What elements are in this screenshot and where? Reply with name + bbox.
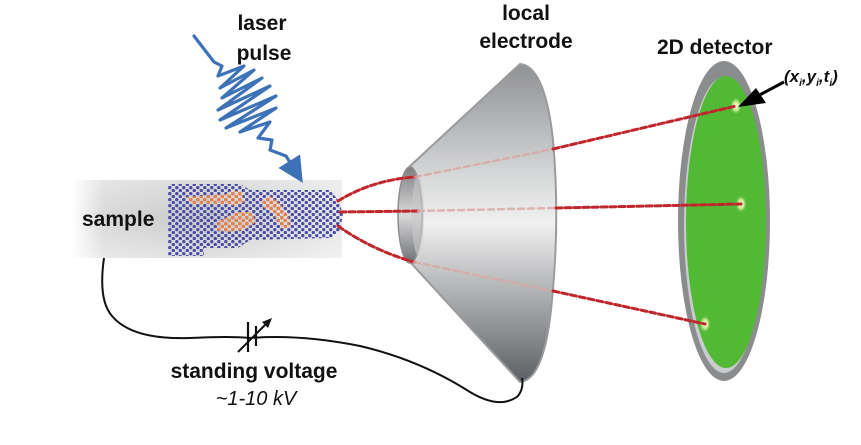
trajectory-segment <box>551 289 707 326</box>
voltage-circuit <box>101 257 524 403</box>
detector-label: 2D detector <box>657 36 773 59</box>
variable-capacitor-icon <box>237 318 272 353</box>
trajectory-segment <box>551 104 738 151</box>
laser-label-line2: pulse <box>237 42 292 65</box>
ion-trajectories <box>336 104 743 326</box>
local-electrode <box>397 62 558 384</box>
electrode-label-line2: electrode <box>479 30 572 53</box>
ion-hit <box>730 97 742 115</box>
cluster <box>186 190 244 206</box>
hit-coordinate-label: (xi,yi,ti) <box>784 67 838 89</box>
laser-label-line1: laser <box>237 12 286 35</box>
wire <box>101 257 524 403</box>
laser-pulse-wave <box>192 34 303 183</box>
cluster <box>216 212 256 232</box>
detector-face <box>686 76 766 368</box>
trajectory-segment <box>336 175 417 203</box>
coordinate-pointer-arrow <box>738 80 785 107</box>
sample <box>72 180 343 258</box>
trajectory-segment <box>336 224 416 264</box>
voltage-range-label: ~1-10 kV <box>216 388 298 410</box>
cluster <box>262 196 290 230</box>
sample-label: sample <box>82 208 154 231</box>
electrode-cone-body <box>406 62 558 384</box>
electrode-label-line1: local <box>502 2 550 25</box>
2d-detector <box>678 61 770 381</box>
voltage-label: standing voltage <box>171 360 338 383</box>
laser-pulse <box>192 34 303 183</box>
trajectory-segment <box>554 202 743 210</box>
trajectory-segment <box>338 209 420 214</box>
solute-clusters <box>186 190 290 232</box>
